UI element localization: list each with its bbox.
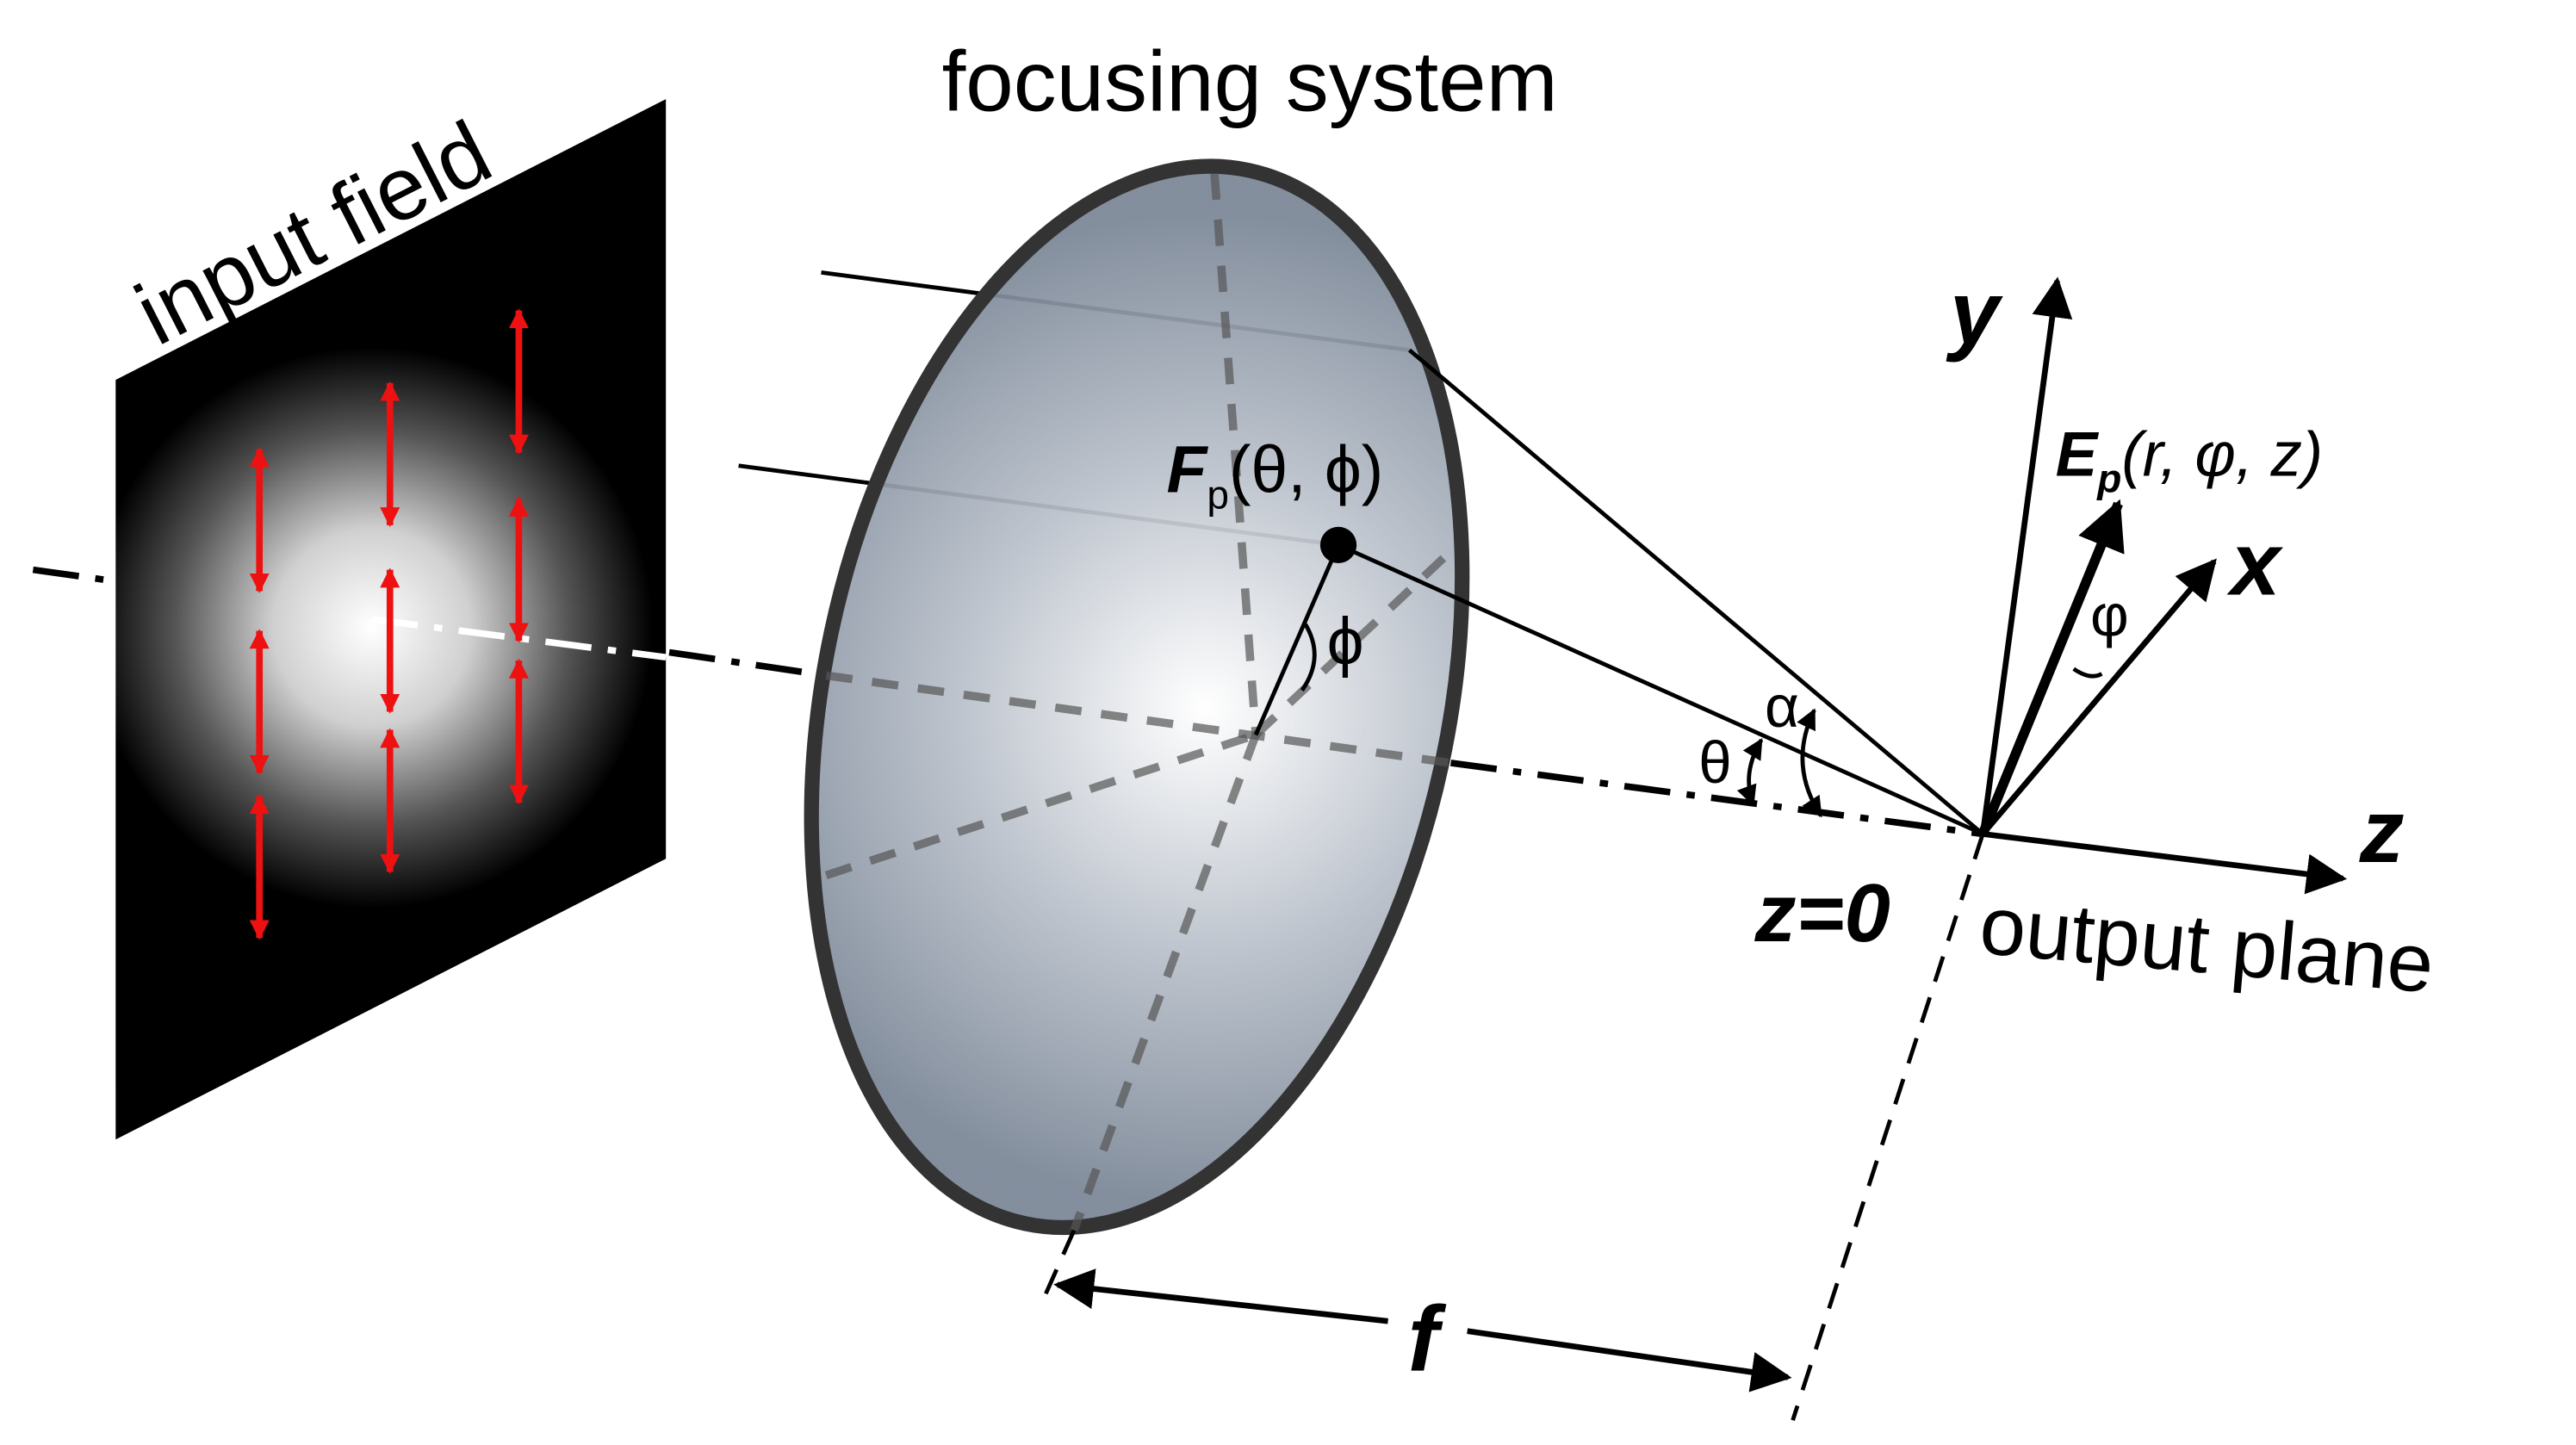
fp-point — [1319, 526, 1357, 563]
phi-radius-line — [1253, 543, 1341, 736]
lens-base-dashed — [1039, 1229, 1077, 1305]
focal-length-arrow — [1053, 1268, 1792, 1392]
y-axis — [1979, 276, 2073, 834]
lens — [804, 158, 1470, 1236]
x-axis — [1980, 558, 2217, 836]
axis-y-label: y — [1946, 263, 2003, 363]
fp-main: F — [1166, 433, 1208, 506]
coordinate-axes — [1977, 276, 2348, 895]
ep-label: Ep(r, φ, z) — [2056, 419, 2324, 500]
fp-args: (θ, ϕ) — [1229, 433, 1383, 506]
alpha-label: α — [1765, 673, 1799, 740]
ep-main: E — [2056, 419, 2100, 489]
axis-z-label: z — [2359, 781, 2405, 881]
lens-internal-dashes — [824, 173, 1461, 1232]
ep-args: (r, φ, z) — [2121, 419, 2323, 489]
z-axis — [1982, 831, 2348, 895]
polarization-arrows — [249, 308, 529, 940]
lens-body — [804, 158, 1470, 1236]
theta-arc — [1736, 738, 1764, 807]
fp-label: Fp(θ, ϕ) — [1166, 433, 1383, 517]
fp-sub: p — [1207, 473, 1229, 518]
alpha-arc — [1797, 708, 1823, 818]
optical-axis — [32, 566, 1983, 838]
output-plane-label: output plane — [1977, 879, 2437, 1011]
output-plane-lines — [1039, 833, 1985, 1421]
phi-angle-label: ϕ — [1327, 605, 1364, 679]
theta-label: θ — [1698, 729, 1731, 796]
phi-angle-arc — [1300, 623, 1317, 691]
axis-x-label: x — [2226, 513, 2284, 613]
output-plane-dashed — [1791, 833, 1985, 1421]
ep-vector — [1977, 499, 2125, 836]
focal-length-label: f — [1408, 1287, 1447, 1391]
varphi-label: φ — [2090, 581, 2129, 648]
z0-label: z=0 — [1754, 867, 1890, 959]
varphi-arc — [2072, 667, 2103, 679]
focusing-rays — [1253, 348, 1984, 836]
focusing-system-label: focusing system — [942, 34, 1558, 130]
ep-sub: p — [2095, 456, 2121, 500]
